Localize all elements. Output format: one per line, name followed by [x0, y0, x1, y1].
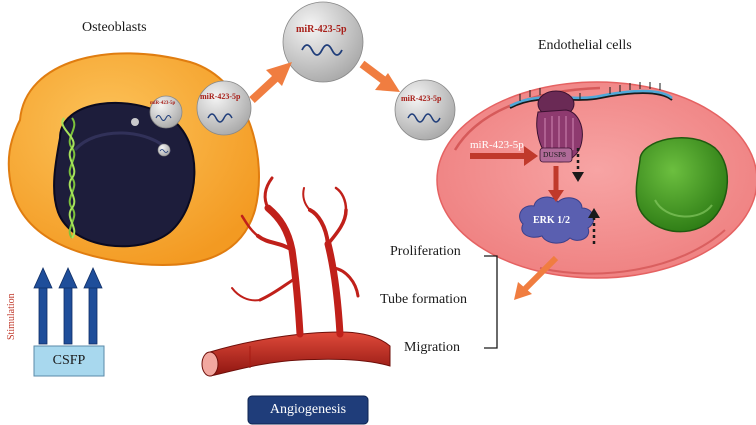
transport-arrow-1: [249, 62, 292, 103]
dna-helix-icon: [61, 117, 76, 239]
endothelial-nucleus: [635, 136, 728, 233]
angiogenesis-box: [247, 395, 369, 425]
dusp8-decrease-arrow: [572, 148, 584, 182]
endothelial-cells-label: Endothelial cells: [538, 38, 632, 53]
intracellular-exosome-large: [149, 95, 183, 129]
mirna-label-intracellular: miR-423-5p: [150, 101, 176, 106]
angiogenesis-label: Angiogenesis: [269, 402, 347, 417]
exosome-2: [282, 1, 364, 83]
endothelial-cell: [436, 81, 756, 279]
csfp-label: CSFP: [52, 353, 86, 368]
osteoblast-cell: [7, 52, 260, 267]
outcome-arrow: [514, 255, 559, 300]
transport-arrow-2: [359, 60, 400, 92]
mirna-label-exosome-3: miR-423-5p: [401, 94, 442, 103]
mirna-label-endothelial: miR-423-5p: [470, 139, 524, 151]
dusp8-to-erk-arrow: [548, 166, 564, 202]
tube-formation-label: Tube formation: [380, 292, 467, 307]
outcome-bracket: [484, 255, 498, 349]
osteoblasts-label: Osteoblasts: [82, 20, 147, 35]
mirna-label-exosome-2: miR-423-5p: [296, 24, 347, 35]
erk-label: ERK 1/2: [533, 215, 570, 226]
mirna-label-exosome-1: miR-423-5p: [200, 92, 241, 101]
proliferation-label: Proliferation: [390, 244, 461, 259]
erk-increase-arrow: [588, 208, 600, 244]
stimulation-label: Stimulation: [6, 293, 17, 340]
exosome-3: [394, 79, 456, 141]
stimulation-arrows: [33, 267, 103, 345]
exosome-1: [196, 80, 252, 136]
csfp-box: [33, 345, 105, 377]
ribosome-dusp8-icon: [536, 90, 583, 163]
dusp8-label: DUSP8: [543, 150, 566, 159]
mirna-to-dusp8-arrow: [470, 146, 538, 166]
blood-vessel-icon: [201, 176, 391, 377]
intracellular-exosome-small: [157, 143, 171, 157]
migration-label: Migration: [404, 340, 460, 355]
